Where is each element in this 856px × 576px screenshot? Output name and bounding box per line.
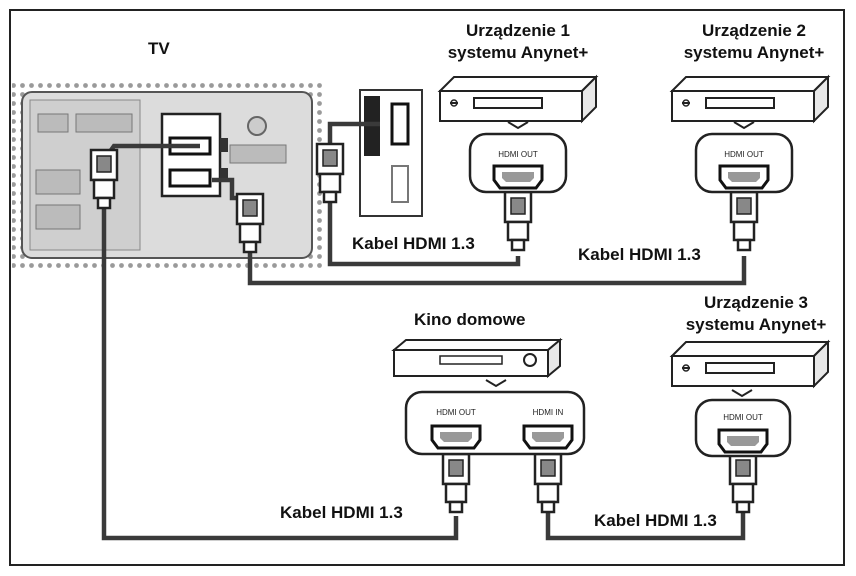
tv-label: TV: [148, 39, 170, 58]
device3-label: Urządzenie 3 systemu Anynet+: [676, 292, 836, 336]
plug-ht-out: [441, 452, 471, 514]
plug-device3: [728, 452, 758, 514]
device2-label: Urządzenie 2 systemu Anynet+: [674, 20, 834, 64]
tv-panel: [12, 82, 324, 270]
cable-label-2: Kabel HDMI 1.3: [578, 245, 701, 264]
device2-port-label: HDMI OUT: [724, 150, 764, 159]
ht-out-port-label: HDMI OUT: [436, 408, 476, 417]
device2: [671, 76, 829, 194]
plug-ht-in: [533, 452, 563, 514]
device2-label-line2: systemu Anynet+: [683, 43, 825, 62]
device3-label-line2: systemu Anynet+: [685, 315, 827, 334]
device1: [439, 76, 597, 194]
plug-device2: [729, 190, 759, 252]
diagram-frame: [9, 9, 845, 566]
ht-in-port-label: HDMI IN: [533, 408, 564, 417]
plug-device1: [503, 190, 533, 252]
device3-port-label: HDMI OUT: [723, 413, 763, 422]
device1-port-label: HDMI OUT: [498, 150, 538, 159]
device1-label: Urządzenie 1 systemu Anynet+: [438, 20, 598, 64]
device1-label-line1: Urządzenie 1: [466, 21, 570, 40]
tv-side-hdmi-panel: [359, 89, 423, 217]
device2-label-line1: Urządzenie 2: [702, 21, 806, 40]
device3-label-line1: Urządzenie 3: [704, 293, 808, 312]
cable-label-3: Kabel HDMI 1.3: [280, 503, 403, 522]
home-theater-label: Kino domowe: [414, 310, 526, 329]
cable-label-4: Kabel HDMI 1.3: [594, 511, 717, 530]
cable-label-1: Kabel HDMI 1.3: [352, 234, 475, 253]
home-theater: [391, 337, 586, 456]
device1-label-line2: systemu Anynet+: [447, 43, 589, 62]
device3: [671, 341, 829, 458]
port-captions: HDMI OUT HDMI OUT HDMI OUT HDMI IN HDMI …: [436, 150, 764, 422]
